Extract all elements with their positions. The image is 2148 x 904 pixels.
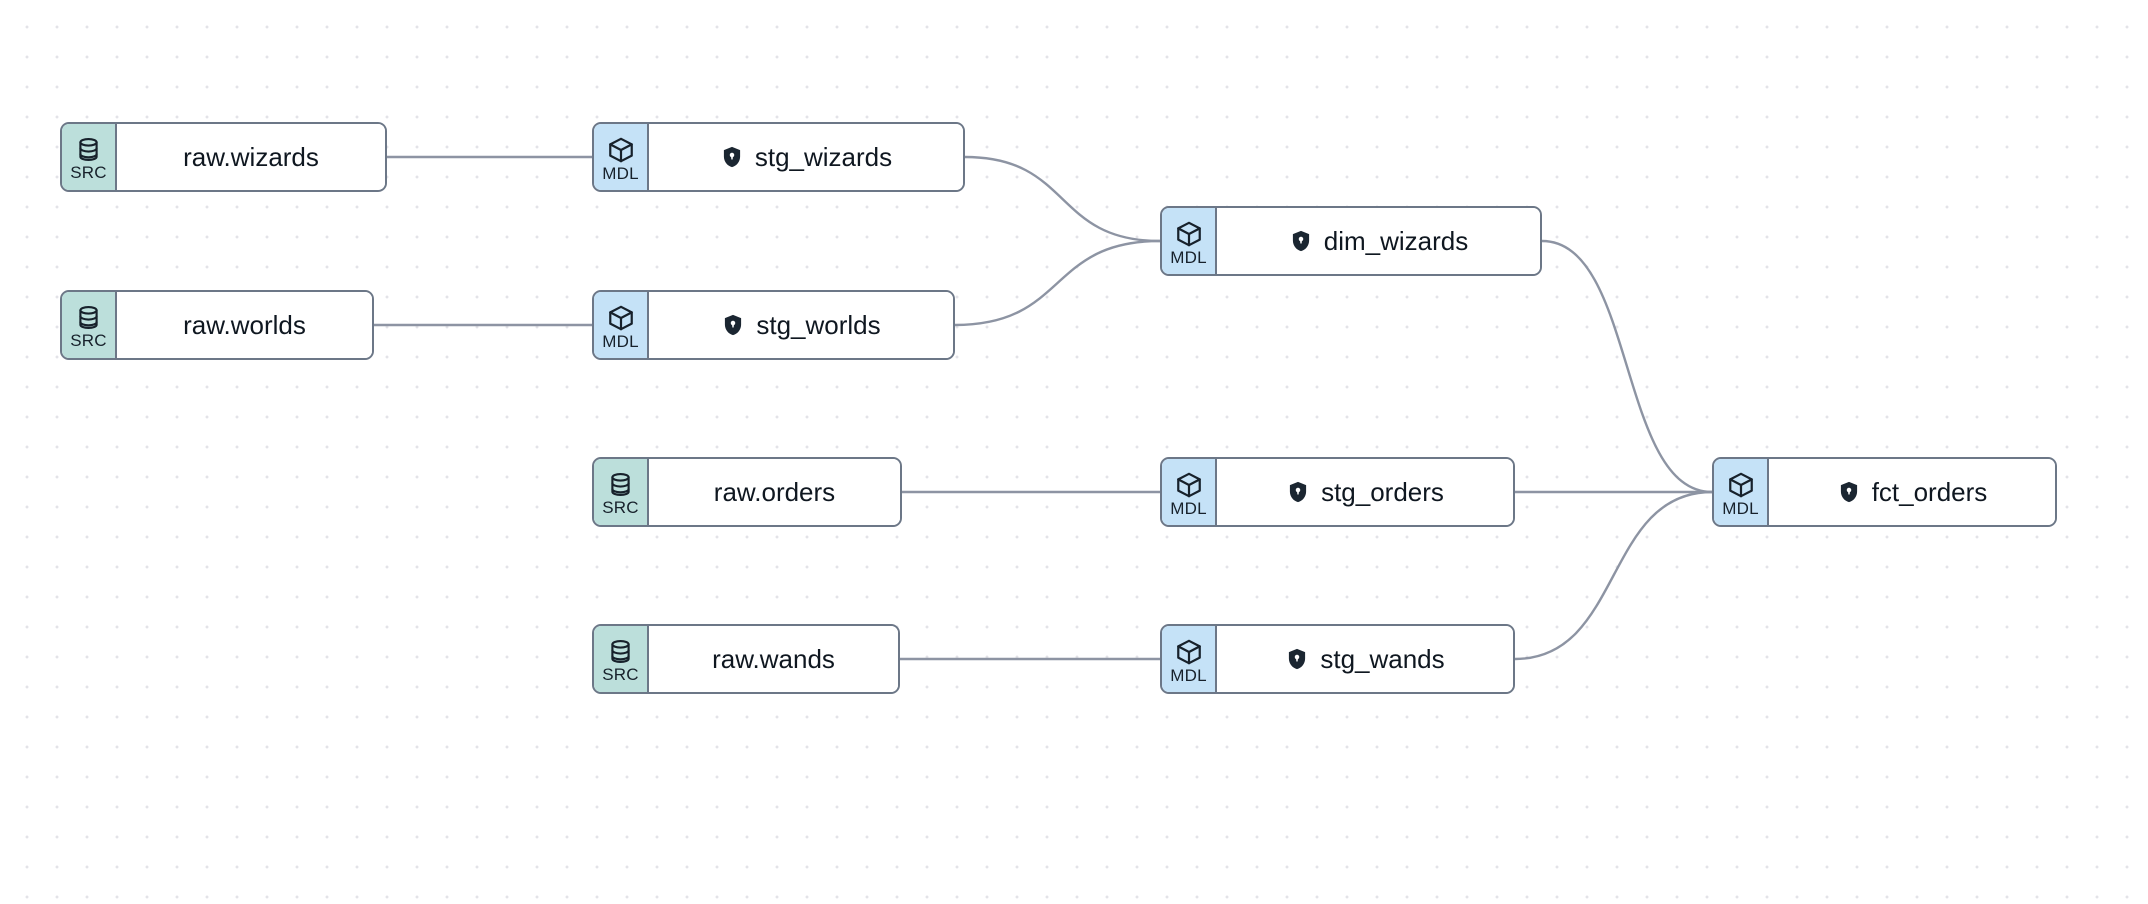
node-label: raw.wizards bbox=[183, 142, 319, 172]
node-body: raw.wizards bbox=[117, 124, 385, 190]
node-type-label: MDL bbox=[602, 163, 639, 183]
cube-icon bbox=[607, 304, 635, 332]
node-type-label: SRC bbox=[70, 163, 107, 182]
node-body: fct_orders bbox=[1769, 459, 2055, 525]
node-type-badge: SRC bbox=[62, 292, 117, 358]
node-body: raw.orders bbox=[649, 459, 900, 525]
node-body: stg_wizards bbox=[649, 124, 963, 190]
node-label: stg_wizards bbox=[754, 142, 893, 172]
node-type-badge: SRC bbox=[594, 626, 649, 692]
node-label: stg_worlds bbox=[756, 310, 881, 340]
node-body: raw.worlds bbox=[117, 292, 372, 358]
node-type-label: MDL bbox=[1170, 247, 1207, 267]
node-type-label: SRC bbox=[70, 331, 107, 350]
lineage-node-stg_worlds[interactable]: MDL stg_worlds bbox=[592, 290, 955, 360]
database-cylinder-icon bbox=[607, 471, 634, 498]
node-label: raw.worlds bbox=[183, 310, 306, 340]
node-label: stg_orders bbox=[1321, 477, 1444, 507]
lineage-node-raw_worlds[interactable]: SRC raw.worlds bbox=[60, 290, 374, 360]
node-type-badge: MDL bbox=[1162, 208, 1217, 274]
node-type-label: MDL bbox=[602, 331, 639, 351]
shield-lock-icon bbox=[1285, 647, 1309, 671]
cube-icon bbox=[1175, 638, 1203, 666]
node-type-label: MDL bbox=[1170, 665, 1207, 685]
node-type-badge: MDL bbox=[1162, 626, 1217, 692]
lineage-node-stg_orders[interactable]: MDL stg_orders bbox=[1160, 457, 1515, 527]
lineage-node-dim_wizards[interactable]: MDL dim_wizards bbox=[1160, 206, 1542, 276]
node-type-badge: MDL bbox=[594, 292, 649, 358]
node-label: raw.orders bbox=[713, 477, 836, 507]
edge-stg_wands-to-fct_orders bbox=[1513, 490, 1714, 661]
node-type-label: SRC bbox=[602, 665, 639, 684]
node-type-badge: MDL bbox=[594, 124, 649, 190]
node-type-badge: MDL bbox=[1162, 459, 1217, 525]
lineage-node-raw_wands[interactable]: SRC raw.wands bbox=[592, 624, 900, 694]
lineage-node-stg_wizards[interactable]: MDL stg_wizards bbox=[592, 122, 965, 192]
node-label: fct_orders bbox=[1871, 477, 1988, 507]
shield-lock-icon bbox=[1837, 480, 1861, 504]
node-label: stg_wands bbox=[1320, 644, 1445, 674]
edge-dim_wizards-to-fct_orders bbox=[1540, 239, 1714, 494]
shield-lock-icon bbox=[720, 145, 744, 169]
database-cylinder-icon bbox=[75, 136, 102, 163]
node-body: stg_wands bbox=[1217, 626, 1513, 692]
node-body: dim_wizards bbox=[1217, 208, 1540, 274]
lineage-node-stg_wands[interactable]: MDL stg_wands bbox=[1160, 624, 1515, 694]
node-type-label: MDL bbox=[1722, 498, 1759, 518]
node-type-badge: MDL bbox=[1714, 459, 1769, 525]
node-type-badge: SRC bbox=[594, 459, 649, 525]
node-type-badge: SRC bbox=[62, 124, 117, 190]
node-body: stg_worlds bbox=[649, 292, 953, 358]
lineage-node-raw_wizards[interactable]: SRC raw.wizards bbox=[60, 122, 387, 192]
cube-icon bbox=[1175, 220, 1203, 248]
database-cylinder-icon bbox=[75, 304, 102, 331]
shield-lock-icon bbox=[1289, 229, 1313, 253]
node-type-label: MDL bbox=[1170, 498, 1207, 518]
edge-stg_wizards-to-dim_wizards bbox=[963, 155, 1162, 243]
node-body: stg_orders bbox=[1217, 459, 1513, 525]
node-label: dim_wizards bbox=[1323, 226, 1469, 256]
lineage-node-fct_orders[interactable]: MDL fct_orders bbox=[1712, 457, 2057, 527]
edge-stg_worlds-to-dim_wizards bbox=[953, 239, 1162, 327]
node-type-label: SRC bbox=[602, 498, 639, 517]
cube-icon bbox=[1175, 471, 1203, 499]
node-body: raw.wands bbox=[649, 626, 898, 692]
shield-lock-icon bbox=[1286, 480, 1310, 504]
cube-icon bbox=[607, 136, 635, 164]
database-cylinder-icon bbox=[607, 638, 634, 665]
shield-lock-icon bbox=[721, 313, 745, 337]
node-label: raw.wands bbox=[712, 644, 835, 674]
lineage-node-raw_orders[interactable]: SRC raw.orders bbox=[592, 457, 902, 527]
cube-icon bbox=[1727, 471, 1755, 499]
